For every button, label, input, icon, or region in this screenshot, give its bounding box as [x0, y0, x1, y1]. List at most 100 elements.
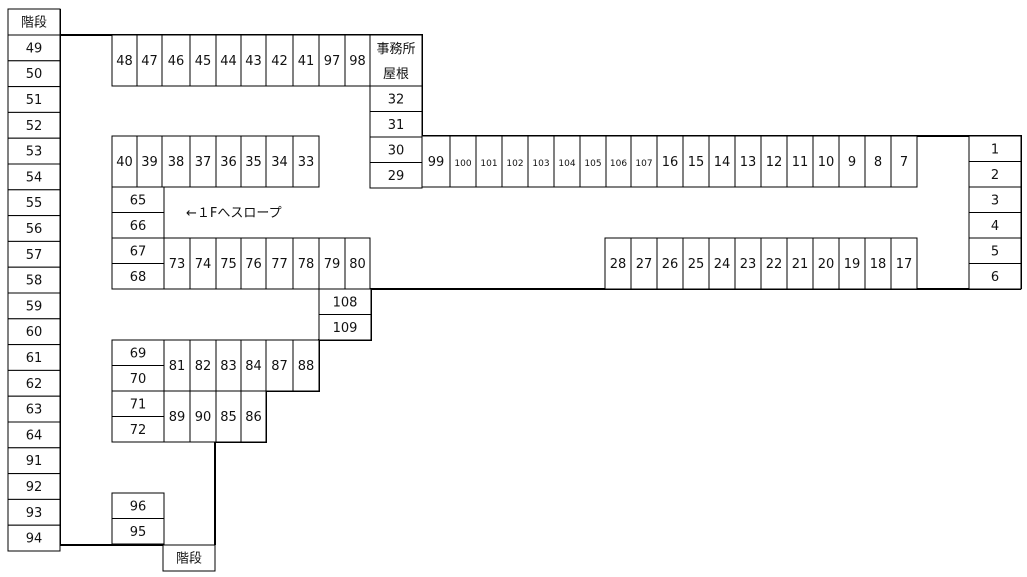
space-18-label: 18	[870, 257, 887, 272]
space-55-box	[7, 189, 61, 217]
space-58-label: 58	[26, 274, 43, 289]
space-105: 105	[579, 135, 607, 188]
space-69: 69	[111, 339, 165, 366]
space-62-box	[7, 369, 61, 397]
space-103-label: 103	[532, 159, 549, 169]
space-77: 77	[265, 237, 294, 290]
space-55: 55	[7, 189, 61, 217]
space-44: 44	[215, 34, 242, 87]
space-8-label: 8	[874, 155, 882, 170]
space-23: 23	[734, 237, 762, 290]
space-31-label: 31	[388, 118, 405, 133]
space-51-label: 51	[26, 93, 43, 108]
space-67: 67	[111, 237, 165, 264]
space-28-label: 28	[610, 257, 627, 272]
space-62: 62	[7, 369, 61, 397]
space-80-box	[344, 237, 371, 290]
space-105-label: 105	[584, 159, 601, 169]
space-65: 65	[111, 186, 165, 213]
space-100-label: 100	[454, 159, 471, 169]
space-26-label: 26	[662, 257, 679, 272]
space-107-box	[630, 135, 658, 188]
space-52-box	[7, 111, 61, 139]
space-92: 92	[7, 473, 61, 500]
space-69-label: 69	[130, 346, 147, 361]
space-46: 46	[161, 34, 191, 87]
space-68-label: 68	[130, 270, 147, 285]
space-1: 1	[968, 135, 1022, 162]
parking-spaces: 階段階段495051525354555657585960616263649192…	[7, 8, 1022, 572]
stairs-bottom-label: 階段	[176, 552, 202, 567]
space-24: 24	[708, 237, 736, 290]
space-49-box	[7, 34, 61, 62]
space-20-label: 20	[818, 257, 835, 272]
space-40-label: 40	[116, 155, 133, 170]
space-30-label: 30	[388, 143, 405, 158]
space-81-label: 81	[169, 359, 186, 374]
space-27-label: 27	[636, 257, 653, 272]
space-10-label: 10	[818, 155, 835, 170]
space-29: 29	[369, 162, 423, 189]
space-77-box	[265, 237, 294, 290]
space-27-box	[630, 237, 658, 290]
space-91-label: 91	[26, 454, 43, 469]
space-64-box	[7, 421, 61, 449]
space-6-label: 6	[991, 270, 999, 285]
space-9-box	[838, 135, 866, 188]
space-42: 42	[265, 34, 294, 87]
space-52: 52	[7, 111, 61, 139]
space-76-label: 76	[245, 257, 262, 272]
space-28: 28	[604, 237, 632, 290]
space-7-label: 7	[900, 155, 908, 170]
space-90-box	[189, 390, 217, 443]
space-74-label: 74	[195, 257, 212, 272]
space-41-box	[292, 34, 320, 87]
space-36-label: 36	[220, 155, 237, 170]
space-54-label: 54	[26, 170, 43, 185]
space-11-label: 11	[792, 155, 809, 170]
space-16-box	[656, 135, 684, 188]
space-66: 66	[111, 212, 165, 239]
space-87-label: 87	[271, 359, 288, 374]
space-108-box	[318, 288, 372, 315]
space-2-label: 2	[991, 168, 999, 183]
space-41: 41	[292, 34, 320, 87]
space-26: 26	[656, 237, 684, 290]
space-48-label: 48	[116, 54, 133, 69]
space-64-label: 64	[26, 428, 43, 443]
space-102: 102	[501, 135, 529, 188]
space-89-box	[163, 390, 191, 443]
space-32-label: 32	[388, 92, 405, 107]
space-74: 74	[189, 237, 217, 290]
space-3-box	[968, 186, 1022, 213]
space-4-box	[968, 212, 1022, 239]
space-78-box	[292, 237, 320, 290]
space-29-box	[369, 162, 423, 189]
space-81: 81	[163, 339, 191, 392]
space-93-box	[7, 498, 61, 526]
space-35-label: 35	[245, 155, 262, 170]
space-63: 63	[7, 395, 61, 423]
space-65-label: 65	[130, 193, 147, 208]
space-52-label: 52	[26, 119, 43, 134]
space-24-box	[708, 237, 736, 290]
space-9-label: 9	[848, 155, 856, 170]
space-44-label: 44	[220, 54, 237, 69]
space-3: 3	[968, 186, 1022, 213]
space-4: 4	[968, 212, 1022, 239]
space-6: 6	[968, 263, 1022, 290]
space-78: 78	[292, 237, 320, 290]
space-77-label: 77	[271, 257, 288, 272]
space-8: 8	[864, 135, 892, 188]
space-50: 50	[7, 60, 61, 88]
space-94: 94	[7, 524, 61, 552]
space-79-label: 79	[324, 257, 341, 272]
space-7-box	[890, 135, 918, 188]
space-2: 2	[968, 161, 1022, 188]
space-93: 93	[7, 498, 61, 526]
space-13: 13	[734, 135, 762, 188]
space-104: 104	[553, 135, 581, 188]
space-99-label: 99	[428, 155, 445, 170]
space-32: 32	[369, 85, 423, 112]
space-68: 68	[111, 263, 165, 290]
